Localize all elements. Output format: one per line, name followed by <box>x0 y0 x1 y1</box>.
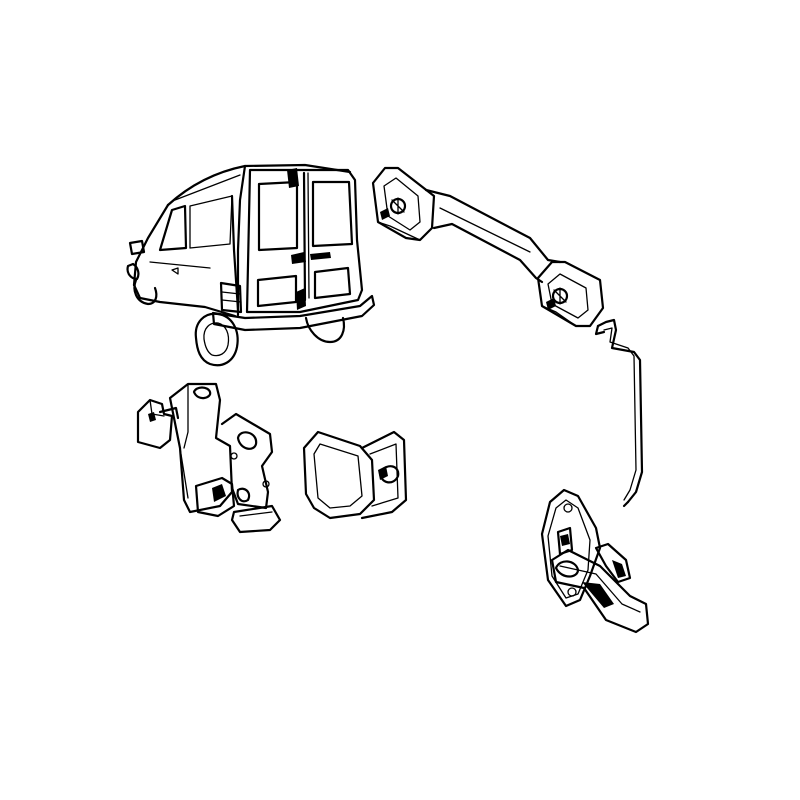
van-rear-view <box>126 163 376 367</box>
door-rod <box>594 318 644 508</box>
rear-door-grab-handle <box>371 166 605 328</box>
door-latch-with-lever <box>540 488 650 634</box>
striker-bracket <box>302 430 408 520</box>
door-lock-mechanism <box>136 382 282 534</box>
